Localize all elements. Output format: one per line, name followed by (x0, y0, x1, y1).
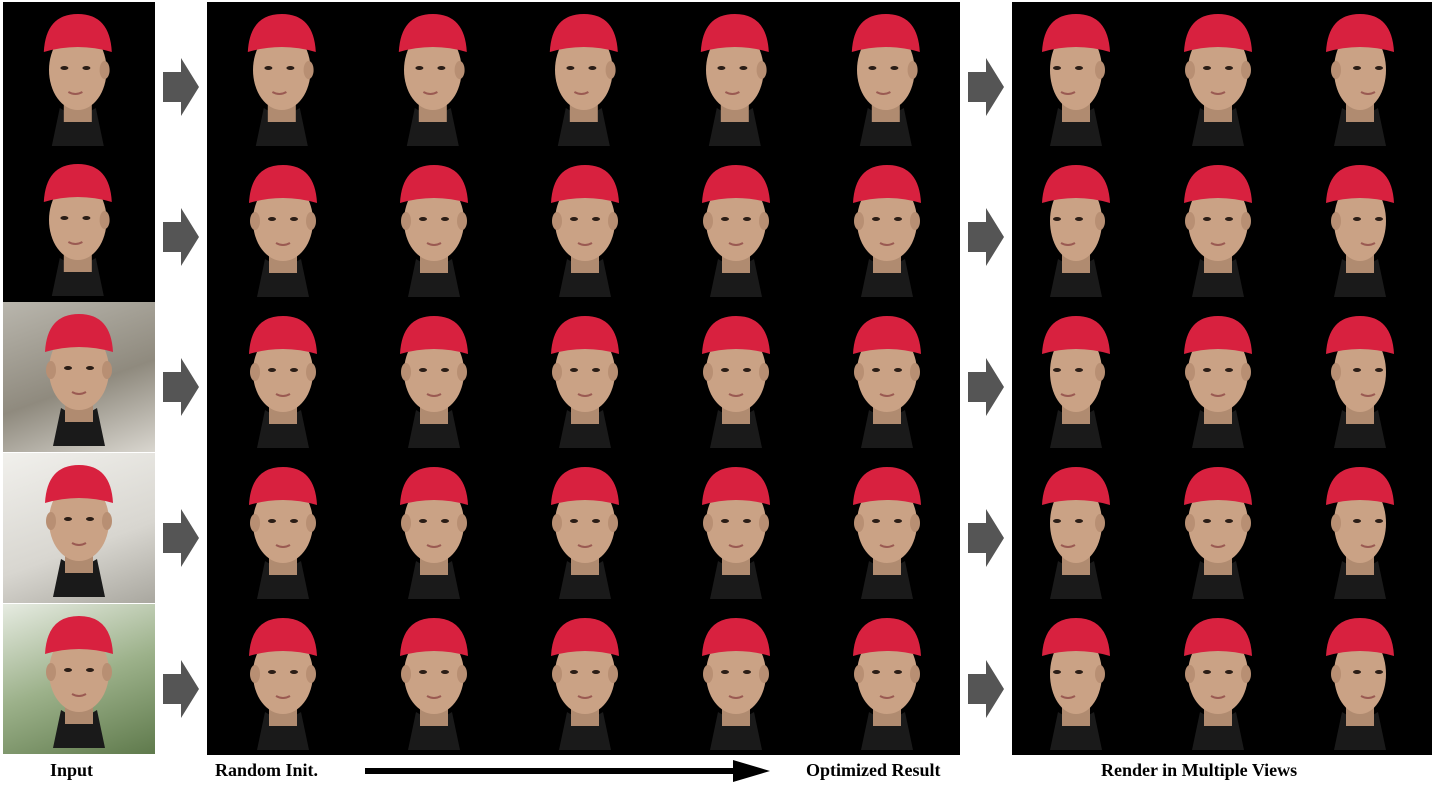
optim-step-face-2-3 (537, 159, 633, 299)
caption-random-init: Random Init. (215, 760, 319, 780)
optim-step-face-3-5 (839, 310, 935, 450)
optim-step-face-2-2 (386, 159, 482, 299)
right-chevron-arrow-icon (968, 58, 1004, 116)
input-face-3 (31, 308, 127, 448)
right-chevron-arrow-icon (968, 509, 1004, 567)
view-face-2-1 (1032, 159, 1128, 299)
optim-step-face-3-4 (688, 310, 784, 450)
input-column (3, 2, 155, 755)
optim-step-face-4-5 (839, 461, 935, 601)
view-face-2-3 (1308, 159, 1404, 299)
optim-step-face-5-5 (839, 612, 935, 752)
optim-step-face-4-3 (537, 461, 633, 601)
right-chevron-arrow-icon (163, 509, 199, 567)
view-face-3-1 (1032, 310, 1128, 450)
right-chevron-arrow-icon (968, 208, 1004, 266)
input-photo-5 (3, 604, 155, 754)
input-face-4 (31, 459, 127, 599)
input-face-1 (31, 8, 127, 148)
optim-step-face-4-4 (688, 461, 784, 601)
optim-step-face-2-5 (839, 159, 935, 299)
view-face-4-1 (1032, 461, 1128, 601)
right-chevron-arrow-icon (968, 358, 1004, 416)
optim-step-face-3-1 (235, 310, 331, 450)
view-face-5-1 (1032, 612, 1128, 752)
optim-step-face-5-3 (537, 612, 633, 752)
right-chevron-arrow-icon (163, 208, 199, 266)
caption-input: Input (50, 760, 94, 780)
optim-step-face-1-5 (839, 8, 935, 148)
right-chevron-arrow-icon (163, 58, 199, 116)
input-photo-4 (3, 453, 155, 603)
multi-view-panel (1012, 2, 1432, 755)
input-face-2 (31, 158, 127, 298)
input-image-1 (3, 2, 155, 152)
view-face-2-2 (1170, 159, 1266, 299)
input-photo-3 (3, 302, 155, 452)
optim-step-face-3-2 (386, 310, 482, 450)
caption-render-views: Render in Multiple Views (1101, 760, 1298, 780)
input-face-5 (31, 610, 127, 750)
optim-step-face-3-3 (537, 310, 633, 450)
right-chevron-arrow-icon (968, 660, 1004, 718)
right-chevron-arrow-icon (163, 358, 199, 416)
view-face-1-3 (1308, 8, 1404, 148)
right-chevron-arrow-icon (163, 660, 199, 718)
view-face-3-3 (1308, 310, 1404, 450)
optim-step-face-4-1 (235, 461, 331, 601)
long-right-arrow-icon (365, 759, 770, 783)
optim-step-face-1-4 (688, 8, 784, 148)
optim-step-face-5-2 (386, 612, 482, 752)
caption-optimized-result: Optimized Result (806, 760, 941, 780)
view-face-1-1 (1032, 8, 1128, 148)
optim-step-face-2-1 (235, 159, 331, 299)
optim-step-face-5-4 (688, 612, 784, 752)
view-face-5-2 (1170, 612, 1266, 752)
optimization-panel (207, 2, 960, 755)
view-face-3-2 (1170, 310, 1266, 450)
optim-step-face-1-1 (235, 8, 331, 148)
optim-step-face-4-2 (386, 461, 482, 601)
view-face-1-2 (1170, 8, 1266, 148)
optim-step-face-5-1 (235, 612, 331, 752)
view-face-5-3 (1308, 612, 1404, 752)
input-image-2 (3, 152, 155, 302)
optim-step-face-2-4 (688, 159, 784, 299)
view-face-4-2 (1170, 461, 1266, 601)
view-face-4-3 (1308, 461, 1404, 601)
optim-step-face-1-3 (537, 8, 633, 148)
optim-step-face-1-2 (386, 8, 482, 148)
